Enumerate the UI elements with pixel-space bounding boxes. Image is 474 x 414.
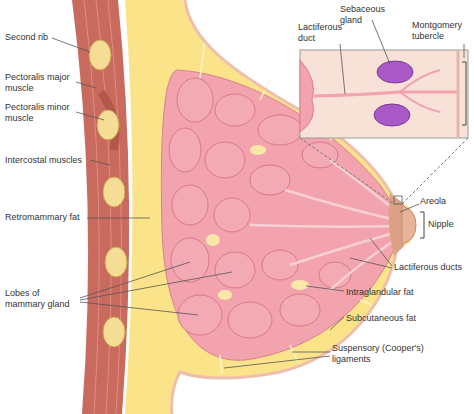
inset-link: [300, 138, 394, 204]
sebaceous-gland: [377, 61, 413, 83]
inset-box: [300, 50, 468, 138]
part-label: Montgomery tubercle: [412, 20, 470, 42]
pectoralis-major: [72, 0, 129, 414]
part-label: Intraglandular fat: [346, 287, 414, 298]
part-label: Lactiferous duct: [298, 22, 346, 44]
part-label: Areola: [420, 196, 446, 207]
inset-skin: [457, 50, 460, 138]
part-label: Lobes of mammary gland: [5, 288, 79, 310]
part-label: Sebaceous gland: [340, 4, 384, 26]
montgomery-bracket: [462, 62, 466, 125]
leader-lines: [52, 20, 464, 368]
part-label: Retromammary fat: [5, 212, 80, 223]
nipple-bracket: [420, 212, 424, 238]
part-label: Pectoralis major muscle: [5, 72, 77, 94]
part-label: Nipple: [428, 219, 454, 230]
part-label: Pectoralis minor muscle: [5, 102, 77, 124]
sebaceous-gland: [374, 104, 410, 126]
part-label: Suspensory (Cooper's) ligaments: [332, 343, 432, 365]
pectoralis-minor: [98, 90, 119, 150]
inset-link: [402, 138, 468, 204]
nipple: [402, 206, 416, 244]
part-label: Lactiferous ducts: [394, 262, 462, 273]
inset-marker: [394, 196, 402, 204]
inset-duct: [314, 92, 458, 96]
part-label: Second rib: [5, 32, 48, 43]
inset-lobe: [300, 60, 314, 132]
part-label: Intercostal muscles: [5, 155, 82, 166]
ribs: [89, 40, 127, 347]
intraglandular-fat: [206, 145, 309, 300]
part-label: Subcutaneous fat: [346, 313, 416, 324]
